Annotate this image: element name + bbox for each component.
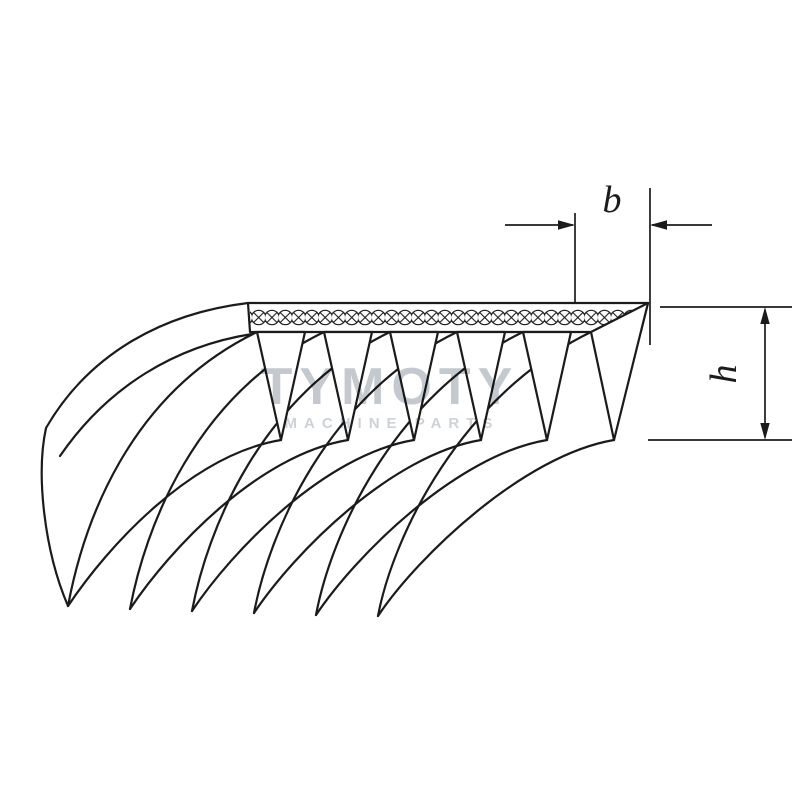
rib-sweep-curve <box>252 438 483 615</box>
band-hatch-pattern <box>250 304 648 332</box>
watermark: TYMOTY MACHINE PARTS <box>261 358 520 432</box>
belt-outer-edge-curve <box>40 301 250 608</box>
belt-rib <box>455 330 507 442</box>
rib-sweep-curve <box>376 438 616 618</box>
dim-h-arrow-up <box>760 307 770 324</box>
rib-sweep-curve <box>190 438 416 613</box>
dim-b-label: b <box>603 179 622 221</box>
dim-b-arrow-right-pointing <box>558 220 575 230</box>
dimension-b: b <box>505 179 712 345</box>
belt-rib <box>255 330 307 442</box>
dimension-h: h <box>648 306 792 441</box>
watermark-subtitle: MACHINE PARTS <box>285 415 500 432</box>
belt-band-inner-curve <box>58 332 254 458</box>
belt-rib <box>388 330 440 442</box>
rib-sweep-curve <box>66 330 259 608</box>
watermark-title: TYMOTY <box>261 358 520 416</box>
belt-rib <box>521 330 573 442</box>
dim-b-arrow-left-pointing <box>650 220 667 230</box>
belt-rib <box>322 330 374 442</box>
rib-sweep-curve <box>314 438 549 617</box>
rib-sweep-curve <box>66 438 283 608</box>
belt-rib <box>589 301 650 442</box>
dim-h-arrow-down <box>760 423 770 440</box>
dim-h-label: h <box>703 365 745 384</box>
belt-cross-section <box>246 301 650 442</box>
rib-sweep-curve <box>128 438 350 611</box>
